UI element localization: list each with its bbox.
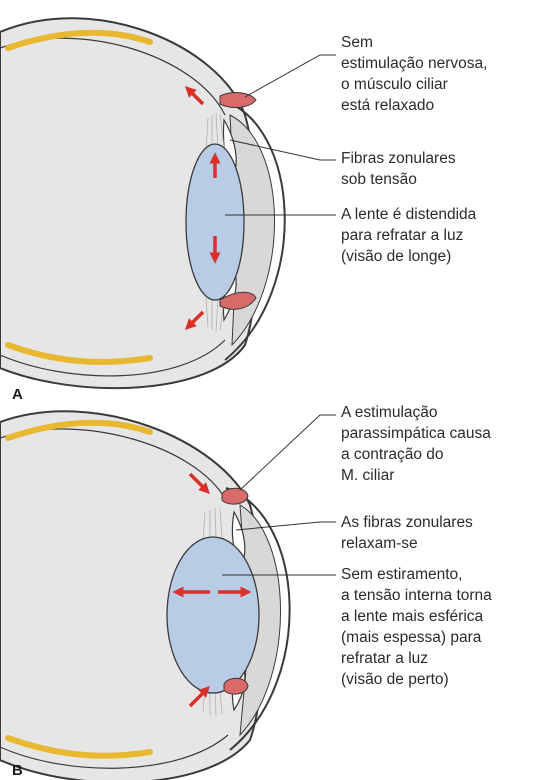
retina-bottom-b: [5, 735, 153, 759]
label-line: sob tensão: [341, 171, 417, 188]
label-ciliary-relaxed: Sem estimulação nervosa, o músculo cilia…: [341, 32, 487, 116]
label-line: (mais espessa) para: [341, 629, 482, 646]
label-line: está relaxado: [341, 97, 435, 114]
label-zonules-tense: Fibras zonulares sob tensão: [341, 148, 456, 190]
panel-letter-b: B: [12, 762, 23, 779]
ciliary-muscle-top-b: [221, 487, 249, 505]
label-line: (visão de perto): [341, 671, 449, 688]
label-line: a lente mais esférica: [341, 608, 484, 625]
retina-top-a: [5, 29, 153, 51]
label-zonules-relax: As fibras zonulares relaxam-se: [341, 512, 473, 554]
leader-lines-b: [222, 414, 336, 576]
label-lens-spherical: Sem estiramento, a tensão interna torna …: [341, 564, 492, 690]
panel-a-eye: [0, 17, 336, 390]
label-lens-stretched: A lente é distendida para refratar a luz…: [341, 204, 476, 267]
ciliary-muscle-top-a: [219, 92, 257, 108]
force-arrows-b: [172, 472, 252, 708]
ciliary-muscle-bottom-a: [219, 291, 257, 310]
label-line: a contração do: [341, 446, 444, 463]
label-line: A lente é distendida: [341, 206, 477, 223]
label-line: estimulação nervosa,: [341, 55, 488, 72]
label-line: M. ciliar: [341, 467, 395, 484]
panel-letter-a: A: [12, 386, 23, 403]
label-line: Fibras zonulares: [341, 150, 456, 167]
label-line: (visão de longe): [341, 248, 452, 265]
label-line: Sem estiramento,: [341, 566, 463, 583]
anterior-chamber-a: [229, 114, 275, 347]
label-line: a tensão interna torna: [341, 587, 492, 604]
retina-bottom-a: [5, 342, 153, 365]
label-line: As fibras zonulares: [341, 514, 473, 531]
force-arrows-a: [185, 86, 221, 330]
cornea-a: [221, 99, 286, 361]
label-line: relaxam-se: [341, 535, 418, 552]
lens-b: [166, 536, 260, 694]
panel-b-eye: [0, 410, 336, 780]
label-line: para refratar a luz: [341, 227, 464, 244]
ciliary-muscle-bottom-b: [223, 677, 249, 695]
retina-top-b: [5, 419, 153, 441]
label-line: refratar a luz: [341, 650, 429, 667]
label-line: Sem: [341, 34, 373, 51]
leader-lines-a: [225, 54, 336, 216]
label-line: o músculo ciliar: [341, 76, 448, 93]
label-line: A estimulação: [341, 404, 438, 421]
lens-a: [185, 143, 245, 301]
anterior-chamber-b: [239, 504, 281, 737]
cornea-b: [225, 487, 291, 751]
label-line: parassimpática causa: [341, 425, 491, 442]
label-parasympathetic: A estimulação parassimpática causa a con…: [341, 402, 491, 486]
